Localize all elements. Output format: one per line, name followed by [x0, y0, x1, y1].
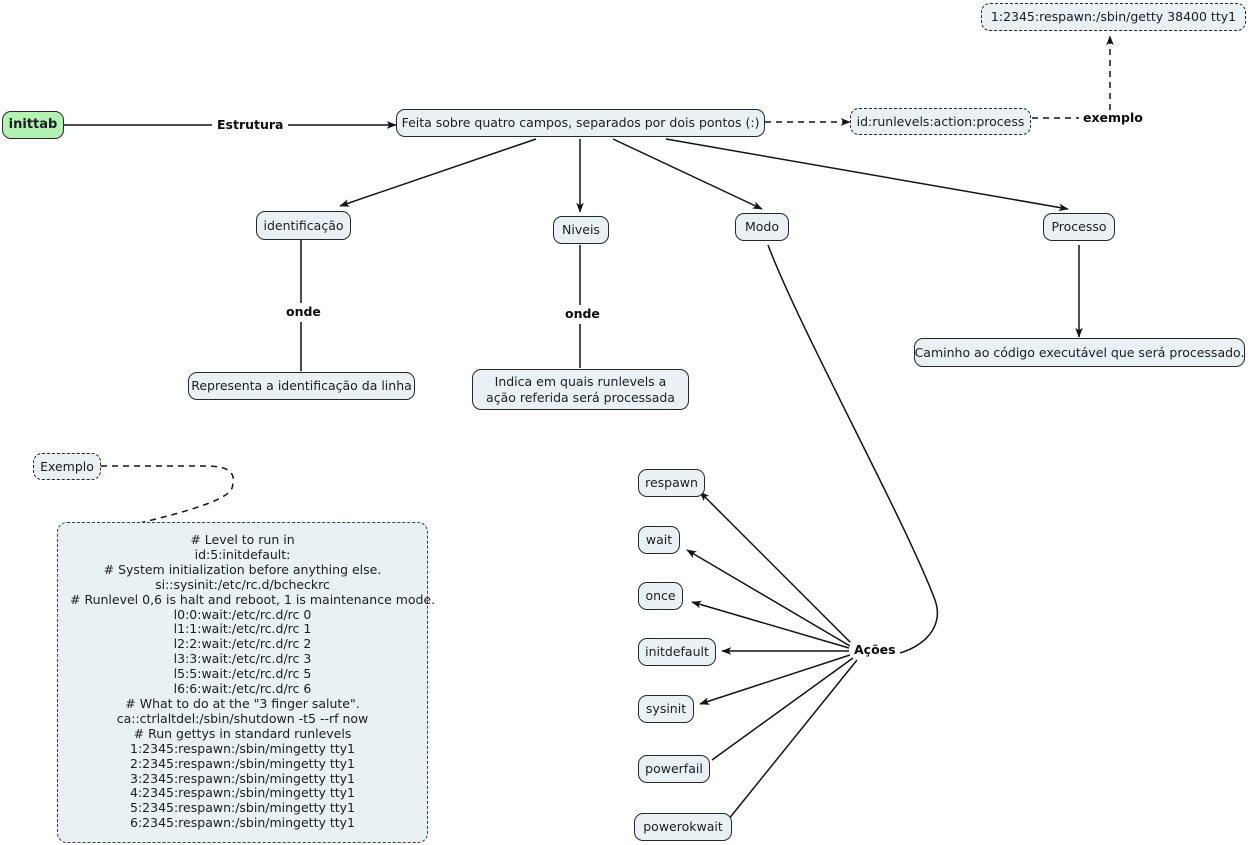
code-example-box[interactable]: # Level to run in id:5:initdefault: # Sy…: [57, 522, 435, 843]
node-niveis-label: Niveis: [562, 222, 600, 238]
node-acao-sysinit-label: sysinit: [645, 701, 687, 717]
node-acao-powerokwait-label: powerokwait: [643, 819, 723, 835]
node-exemplo[interactable]: Exemplo: [33, 453, 101, 480]
edge-main-to-modo: [612, 138, 763, 210]
node-acao-powerfail-label: powerfail: [645, 761, 703, 777]
edge-label-estrutura: Estrutura: [213, 117, 288, 132]
node-estrutura-descricao-label: Feita sobre quatro campos, separados por…: [401, 115, 760, 131]
node-inittab-label: inittab: [8, 117, 58, 133]
edge-label-exemplo: exemplo: [1079, 110, 1147, 125]
node-exemplo-label: Exemplo: [40, 458, 94, 474]
node-identificacao-label: identificação: [263, 217, 344, 233]
node-niveis-descricao-label: Indica em quais runlevels a ação referid…: [486, 374, 675, 405]
edge-label-acoes: Ações: [850, 642, 900, 657]
node-processo-descricao[interactable]: Caminho ao código executável que será pr…: [914, 338, 1245, 367]
node-identificacao-descricao-label: Representa a identificação da linha: [191, 378, 412, 394]
node-sintaxe[interactable]: id:runlevels:action:process: [850, 108, 1031, 135]
node-exemplo-linha[interactable]: 1:2345:respawn:/sbin/getty 38400 tty1: [981, 3, 1246, 31]
edge-acoes-to-sysinit: [699, 654, 851, 705]
node-sintaxe-label: id:runlevels:action:process: [856, 113, 1025, 129]
edge-main-to-processo: [665, 138, 1069, 212]
node-acao-powerfail[interactable]: powerfail: [638, 755, 710, 783]
edge-label-onde-niveis: onde: [561, 306, 604, 321]
node-niveis[interactable]: Niveis: [553, 216, 609, 244]
edge-exemplo-to-codebox: [101, 465, 235, 527]
edge-label-onde-identificacao: onde: [282, 304, 325, 319]
node-processo-descricao-label: Caminho ao código executável que será pr…: [914, 344, 1245, 360]
edge-acoes-to-wait: [686, 549, 851, 647]
node-acao-respawn-label: respawn: [645, 475, 698, 491]
node-inittab[interactable]: inittab: [2, 111, 64, 139]
node-modo-label: Modo: [744, 219, 779, 235]
edge-modo-to-acoes: [767, 244, 938, 657]
node-identificacao[interactable]: identificação: [256, 211, 351, 240]
node-processo[interactable]: Processo: [1043, 213, 1115, 241]
node-modo[interactable]: Modo: [735, 213, 789, 241]
node-acao-wait[interactable]: wait: [638, 526, 680, 554]
edge-acoes-to-respawn: [699, 491, 853, 645]
node-acao-wait-label: wait: [645, 532, 673, 548]
node-acao-initdefault-label: initdefault: [645, 644, 709, 660]
node-acao-sysinit[interactable]: sysinit: [638, 695, 694, 723]
node-acao-respawn[interactable]: respawn: [638, 469, 705, 497]
node-exemplo-linha-label: 1:2345:respawn:/sbin/getty 38400 tty1: [990, 9, 1237, 25]
node-acao-initdefault[interactable]: initdefault: [638, 638, 716, 666]
node-identificacao-descricao[interactable]: Representa a identificação da linha: [188, 372, 415, 400]
edge-acoes-to-powerfail: [711, 657, 854, 761]
node-estrutura-descricao[interactable]: Feita sobre quatro campos, separados por…: [396, 109, 765, 137]
node-processo-label: Processo: [1051, 219, 1107, 235]
node-acao-powerokwait[interactable]: powerokwait: [634, 813, 732, 841]
edge-main-to-identificacao: [339, 138, 537, 207]
node-acao-once-label: once: [645, 588, 676, 604]
node-acao-once[interactable]: once: [638, 582, 683, 610]
edge-acoes-to-once: [691, 600, 850, 649]
edge-acoes-to-powerokwait: [727, 659, 858, 821]
node-niveis-descricao[interactable]: Indica em quais runlevels a ação referid…: [472, 369, 689, 410]
